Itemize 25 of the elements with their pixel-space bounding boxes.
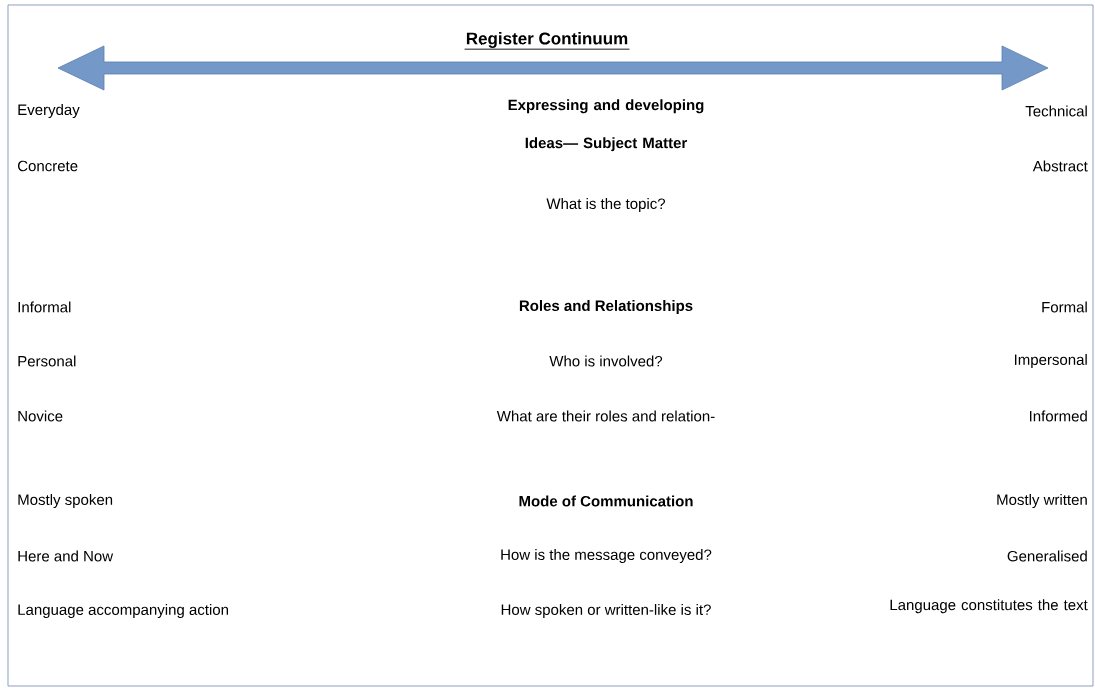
label: Language accompanying action — [18, 604, 228, 618]
label: Personal — [18, 355, 76, 367]
label: How spoken or written-like is it? — [501, 604, 711, 618]
label: Technical — [1025, 105, 1087, 117]
label: Concrete — [18, 160, 78, 172]
label: Who is involved? — [549, 355, 663, 367]
label: Language constitutes the text — [890, 599, 1088, 614]
label: Here and Now — [18, 550, 114, 562]
label: Mostly written — [997, 494, 1087, 508]
label: Formal — [1042, 301, 1087, 313]
heading: Mode of Communication — [519, 495, 693, 507]
label: How is the message conveyed? — [501, 549, 712, 563]
title: Register Continuum — [464, 32, 630, 50]
label: Informal — [18, 301, 71, 313]
label: Mostly spoken — [18, 494, 113, 508]
label: Informed — [1030, 410, 1087, 422]
label: Impersonal — [1015, 354, 1087, 368]
label: Everyday — [18, 104, 80, 118]
label: Generalised — [1007, 550, 1087, 562]
label: Abstract — [1032, 160, 1088, 172]
label: What is the topic? — [546, 198, 666, 212]
heading: Roles and Relationships — [519, 300, 693, 314]
label: Novice — [18, 410, 63, 422]
label: What are their roles and relation- — [496, 410, 715, 422]
heading: Expressing and developing Ideas— Subject Matter — [508, 99, 704, 152]
